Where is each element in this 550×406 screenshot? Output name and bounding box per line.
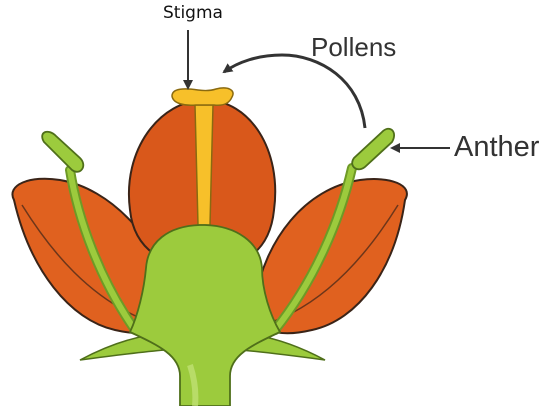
pollens-label: Pollens — [311, 32, 397, 62]
ovary — [128, 224, 282, 406]
right-filament-fill — [272, 165, 355, 333]
right-petal — [253, 178, 408, 335]
stigma-label: Stigma — [163, 3, 223, 23]
pollens-arrow — [222, 53, 367, 129]
right-anther — [351, 127, 395, 171]
stigma-tip — [171, 87, 234, 106]
anther-label: Anther — [454, 131, 540, 163]
stalk-highlight — [187, 364, 199, 406]
left-sepal — [79, 334, 167, 361]
style — [194, 104, 214, 226]
left-filament-fill — [67, 167, 138, 333]
left-anther — [41, 130, 85, 173]
